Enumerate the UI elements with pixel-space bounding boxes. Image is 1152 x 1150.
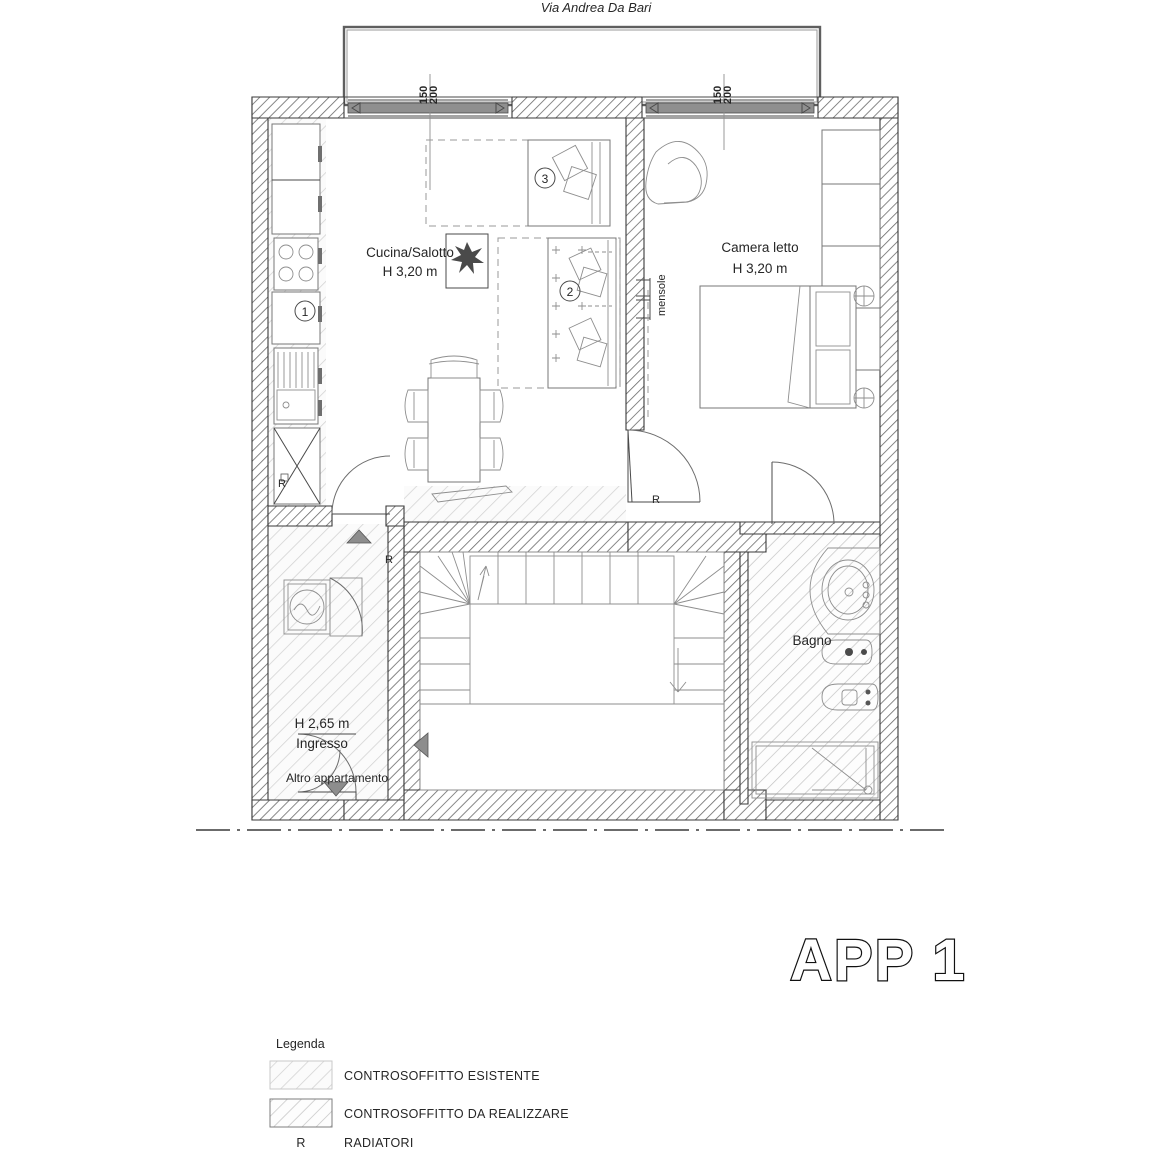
legend-item-radiators: R RADIATORI bbox=[296, 1136, 413, 1150]
window-dimension-label-left: 150 200 bbox=[418, 86, 440, 104]
altro-appartamento-label: Altro appartamento bbox=[286, 771, 388, 785]
ingresso-appliance bbox=[283, 577, 363, 637]
mensole-label: mensole bbox=[656, 274, 668, 316]
window-dimension-leaders bbox=[429, 74, 725, 190]
room-label-camera-letto: Camera letto bbox=[721, 240, 798, 255]
legend-label-radiators: RADIATORI bbox=[344, 1136, 414, 1150]
window-dim-150-right: 150 bbox=[712, 86, 724, 104]
plant-icon bbox=[451, 242, 484, 274]
window-glazing bbox=[347, 99, 815, 117]
walls bbox=[251, 96, 899, 821]
left-window-radiator: R bbox=[273, 427, 321, 505]
room-height-camera-letto: H 3,20 m bbox=[733, 261, 788, 276]
plan-title: APP 1 bbox=[790, 928, 967, 993]
furniture-marker-2: 2 bbox=[567, 285, 574, 299]
room-height-cucina-salotto: H 3,20 m bbox=[383, 264, 438, 279]
arrow-down-altro-appartamento bbox=[323, 781, 349, 797]
arrow-up-ingresso bbox=[346, 529, 372, 544]
window-dim-150-left: 150 bbox=[418, 86, 430, 104]
legend-label-new-ceiling: CONTROSOFFITTO DA REALIZZARE bbox=[344, 1107, 569, 1121]
radiator-label-corridor: R bbox=[652, 494, 660, 506]
radiator-label-kitchen: R bbox=[278, 478, 286, 490]
room-label-cucina-salotto: Cucina/Salotto bbox=[366, 245, 454, 260]
room-label-ingresso: Ingresso bbox=[296, 736, 348, 751]
room-height-ingresso: H 2,65 m bbox=[295, 716, 350, 731]
arrow-left-landing bbox=[413, 732, 429, 758]
radiator-label-ingresso: R bbox=[385, 554, 393, 566]
mensole-shelves: mensole bbox=[636, 274, 668, 320]
living-room-furniture: 3 2 bbox=[404, 139, 621, 503]
kitchen-units: 1 bbox=[271, 123, 322, 425]
legend-item-existing-ceiling: CONTROSOFFITTO ESISTENTE bbox=[269, 1060, 540, 1090]
direction-arrows bbox=[323, 529, 429, 797]
bathroom-fixtures bbox=[751, 547, 881, 799]
legend: Legenda CONTROSOFFITTO ESISTENTE CONTROS… bbox=[269, 1037, 569, 1150]
bedroom-furniture bbox=[645, 129, 881, 420]
staircase bbox=[419, 551, 725, 791]
furniture-marker-1: 1 bbox=[302, 305, 309, 319]
doors bbox=[297, 429, 835, 800]
window-dimension-label-right: 150 200 bbox=[712, 86, 734, 104]
furniture-marker-3: 3 bbox=[542, 172, 549, 186]
legend-item-new-ceiling: CONTROSOFFITTO DA REALIZZARE bbox=[269, 1098, 569, 1128]
street-label: Via Andrea Da Bari bbox=[541, 0, 653, 15]
legend-label-existing-ceiling: CONTROSOFFITTO ESISTENTE bbox=[344, 1069, 540, 1083]
window-dim-200-left: 200 bbox=[428, 86, 440, 104]
room-label-bagno: Bagno bbox=[792, 633, 831, 648]
balcony-outline bbox=[342, 25, 822, 107]
legend-swatch-radiator: R bbox=[296, 1136, 305, 1150]
window-dim-200-right: 200 bbox=[722, 86, 734, 104]
legend-title: Legenda bbox=[276, 1037, 325, 1051]
